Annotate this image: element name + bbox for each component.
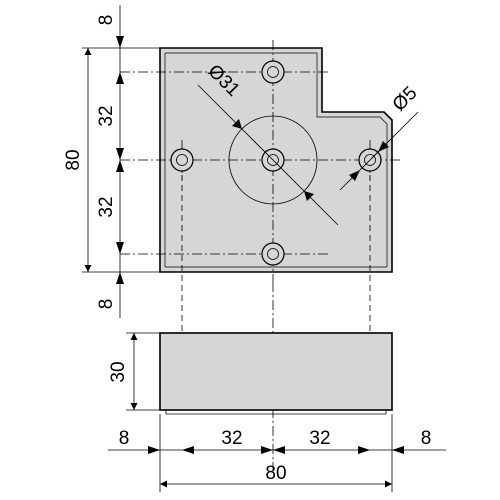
right-margin-label: 8 — [421, 428, 432, 449]
hole-left — [170, 148, 194, 172]
thickness-label: 30 — [108, 361, 129, 382]
arrow-upper-down — [116, 148, 124, 160]
total-height-label: 80 — [63, 149, 84, 170]
horizontal-dimensions: 8 32 32 8 80 — [108, 414, 446, 492]
center-diameter-arrow-left — [232, 119, 242, 129]
top-margin-label: 8 — [96, 15, 117, 26]
side-view: 30 — [108, 332, 393, 415]
left-spacing-label: 32 — [221, 428, 242, 449]
upper-spacing-label: 32 — [96, 105, 117, 126]
hole-diameter-arrow-lower — [349, 170, 360, 181]
arrow-left-spacing-end — [261, 446, 273, 454]
hole-bottom — [261, 242, 285, 266]
center-boss-circle — [228, 115, 318, 205]
top-view: Ø31 Ø5 — [120, 40, 421, 282]
vertical-dimensions: 8 32 32 8 80 — [63, 5, 160, 318]
arrow-right-spacing-end — [358, 446, 370, 454]
plate-inner-edge — [164, 52, 388, 268]
center-diameter-arrow-right — [304, 191, 314, 201]
arrow-left-margin — [148, 446, 160, 454]
hole-top — [261, 60, 285, 84]
side-profile — [159, 332, 393, 411]
arrow-right-spacing-start — [273, 446, 285, 454]
arrow-right-margin — [392, 446, 404, 454]
arrow-lower-down — [116, 242, 124, 254]
arrow-top-margin-down — [116, 36, 124, 48]
hole-diameter-label: Ø5 — [389, 83, 422, 116]
arrow-lower-up — [116, 160, 124, 172]
right-spacing-label: 32 — [309, 428, 330, 449]
bottom-margin-label: 8 — [96, 299, 117, 310]
left-margin-label: 8 — [119, 428, 130, 449]
arrow-upper-up — [116, 72, 124, 84]
total-width-label: 80 — [265, 463, 286, 484]
center-diameter-leader — [197, 84, 339, 226]
arrow-left-spacing-start — [182, 446, 194, 454]
arrow-bottom-margin-up — [116, 272, 124, 284]
lower-spacing-label: 32 — [96, 196, 117, 217]
hole-diameter-arrow-upper — [378, 141, 389, 152]
